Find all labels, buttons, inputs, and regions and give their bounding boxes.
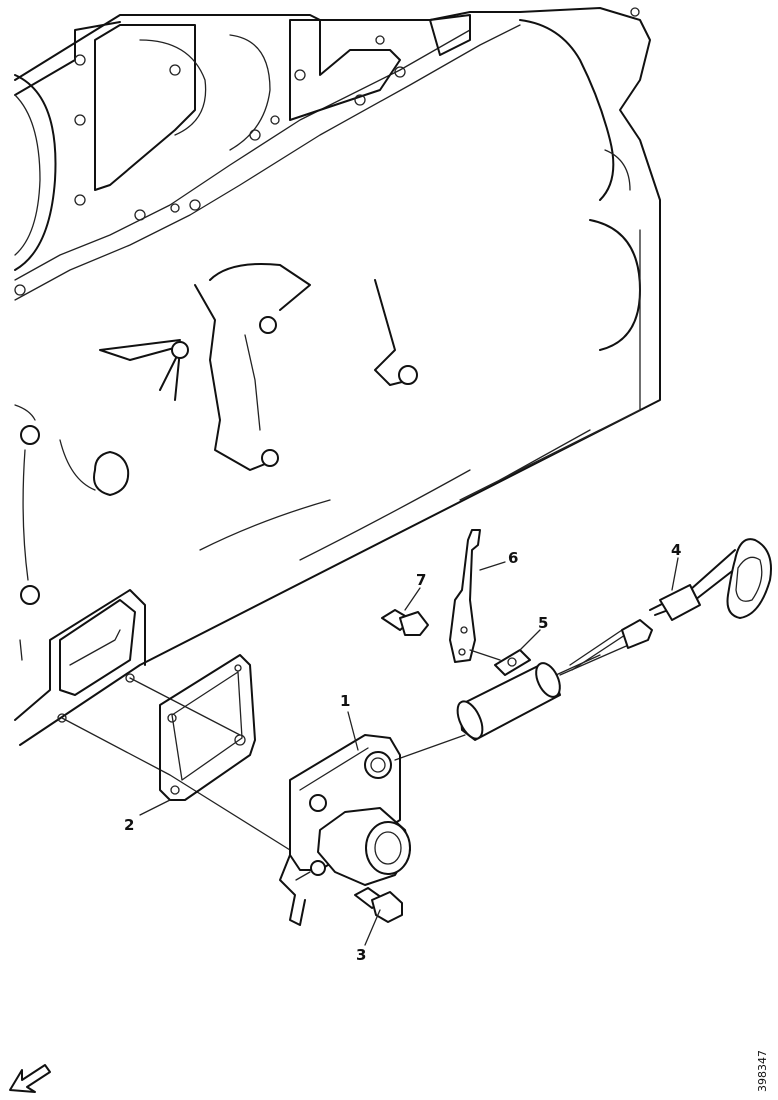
bolt-7 [381, 609, 429, 636]
callout-2: 2 [124, 816, 134, 834]
bolt-3 [354, 887, 403, 923]
callout-labels: 1 2 3 4 5 6 7 [124, 541, 681, 964]
callout-1: 1 [340, 692, 350, 710]
callout-6: 6 [508, 549, 518, 567]
housing [279, 734, 411, 926]
callout-leaders [139, 557, 679, 946]
bracket [449, 529, 501, 663]
reference-number: 398347 [756, 1050, 769, 1092]
dipstick [569, 538, 772, 671]
block-bolt-holes [14, 7, 640, 296]
direction-arrow-icon [9, 1064, 51, 1093]
callout-5: 5 [538, 614, 548, 632]
engine-block [14, 7, 661, 746]
tube [456, 649, 561, 741]
gasket [159, 654, 256, 801]
callout-7: 7 [416, 571, 426, 589]
callout-3: 3 [356, 946, 366, 964]
callout-4: 4 [671, 541, 681, 559]
